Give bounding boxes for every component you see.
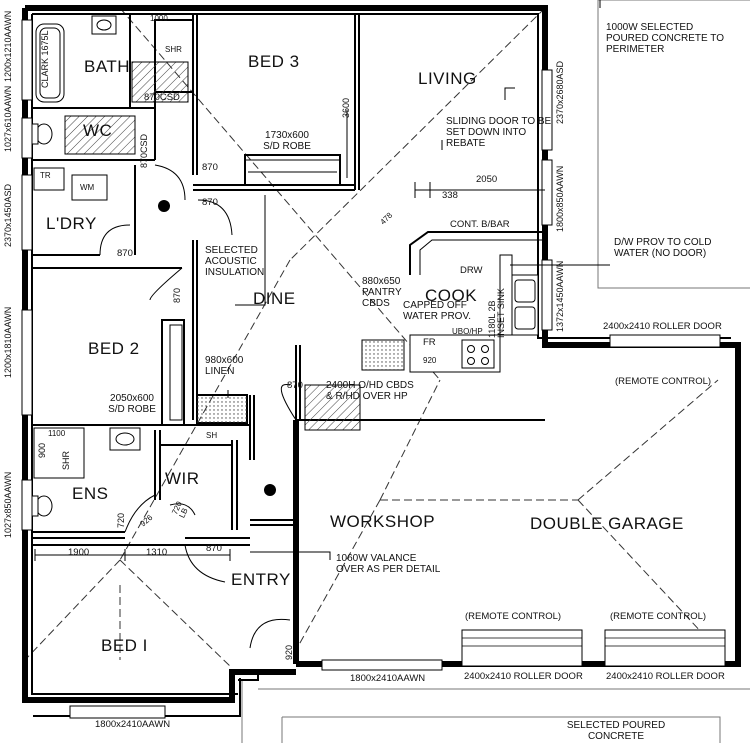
- note-robe-bed3: 1730x600 S/D ROBE: [263, 130, 311, 152]
- tub-label: TR: [40, 171, 51, 180]
- door-bath-label: 870CSD: [144, 92, 180, 103]
- door-870-1: 870: [202, 162, 218, 173]
- note-ohd: 2400H O/HD CBDS & R/HD OVER HP: [326, 380, 414, 402]
- doors: [99, 164, 297, 649]
- room-wc: WC: [83, 121, 113, 140]
- room-bed2: BED 2: [88, 339, 140, 358]
- room-bath: BATH: [84, 57, 131, 76]
- manhole-icon: [264, 484, 276, 496]
- room-ensuite: ENS: [72, 484, 109, 503]
- room-bed3: BED 3: [248, 52, 300, 71]
- fixtures: [31, 15, 545, 517]
- sink-label: 1180L 2B INSET SINK: [487, 288, 506, 338]
- note-valance: 1060W VALANCE OVER AS PER DETAIL: [336, 553, 441, 575]
- note-cont-bar: CONT. B/BAR: [450, 219, 510, 230]
- door-870-5: 870: [287, 380, 303, 391]
- fridge-label: FR: [423, 337, 436, 348]
- internal-walls: [32, 14, 545, 546]
- window-bottom-1: 1800x2410AAWN: [95, 719, 171, 730]
- door-720-label: 720: [116, 512, 126, 528]
- ens-shower-label: SHR: [61, 450, 71, 470]
- door-870-6: 870: [206, 543, 222, 554]
- concrete-perimeter: [241, 0, 750, 743]
- fridge-width-label: 920: [423, 356, 437, 365]
- note-concrete-bottom: SELECTED POURED CONCRETE: [566, 720, 666, 742]
- window-left-2: 1200x1210AAWN: [3, 10, 13, 82]
- note-robe-bed2: 2050x600 S/D ROBE: [108, 393, 156, 415]
- note-acoustic: SELECTED ACOUSTIC INSULATION: [205, 245, 265, 278]
- washing-machine-label: WM: [80, 183, 95, 192]
- window-left-4: 1200x1810AAWN: [3, 306, 13, 378]
- room-workshop: WORKSHOP: [330, 512, 436, 531]
- roller-door-bottom-1: 2400x2410 ROLLER DOOR: [464, 671, 583, 682]
- room-cook: COOK: [425, 286, 478, 305]
- dim-1310: 1310: [146, 547, 168, 558]
- oven-label: UBO/HP: [452, 327, 483, 336]
- roller-door-bottom-2: 2400x2410 ROLLER DOOR: [606, 671, 725, 682]
- dim-3600: 3600: [341, 97, 351, 118]
- door-870-4: 870: [172, 287, 182, 303]
- windows: [21, 19, 726, 719]
- dim-338: 338: [442, 190, 458, 201]
- bath-tub-label: CLARK 1675L: [40, 30, 50, 88]
- ens-shower-depth-label: 900: [37, 442, 47, 458]
- room-wir: WIR: [165, 469, 200, 488]
- room-bed1: BED I: [101, 636, 148, 655]
- note-remote-bottom-2: (REMOTE CONTROL): [610, 611, 707, 622]
- roller-door-top: 2400x2410 ROLLER DOOR: [603, 321, 722, 332]
- note-linen: 980x600 LINEN: [205, 355, 244, 377]
- dim-1900: 1900: [68, 547, 90, 558]
- door-870-3: 870: [117, 248, 133, 259]
- shower-width-label: 1000: [150, 14, 168, 23]
- shower-label: SHR: [165, 45, 182, 54]
- leader-lines: [34, 0, 610, 561]
- door-870-2: 870: [202, 197, 218, 208]
- window-left-5: 1027x850AAWN: [3, 471, 13, 538]
- window-right-3: 1372x1450AAWN: [555, 260, 565, 332]
- window-left-1: 1027x610AAWN: [3, 85, 13, 152]
- window-right-2: 1800x850AAWN: [555, 165, 565, 232]
- window-left-3: 2370x1450ASD: [3, 183, 13, 247]
- wir-shelf-label: SH: [206, 431, 218, 440]
- note-concrete-perimeter: 1000W SELECTED POURED CONCRETE TO PERIME…: [606, 22, 724, 55]
- room-double-garage: DOUBLE GARAGE: [530, 514, 684, 533]
- door-wc-label: 870CSD: [139, 133, 149, 168]
- dim-2050: 2050: [476, 174, 498, 185]
- ens-shower-width-label: 1100: [48, 429, 66, 438]
- note-capped: CAPPED OFF WATER PROV.: [403, 300, 471, 322]
- note-dw-prov: D/W PROV TO COLD WATER (NO DOOR): [614, 237, 712, 259]
- note-pantry: 880x650 PANTRY CBDS: [362, 276, 402, 309]
- note-remote-top: (REMOTE CONTROL): [615, 376, 712, 387]
- door-920-label: 920: [284, 644, 294, 660]
- room-living: LIVING: [418, 69, 477, 88]
- window-bottom-2: 1800x2410AAWN: [350, 673, 426, 684]
- note-sliding-door: SLIDING DOOR TO BE SET DOWN INTO REBATE: [446, 116, 552, 149]
- drawers-label: DRW: [460, 265, 483, 276]
- room-dine: DINE: [253, 289, 296, 308]
- manhole-icon: [158, 200, 170, 212]
- room-laundry: L'DRY: [46, 214, 97, 233]
- room-entry: ENTRY: [231, 570, 291, 589]
- window-right-1: 2370x2680ASD: [555, 60, 565, 124]
- note-remote-bottom-1: (REMOTE CONTROL): [465, 611, 562, 622]
